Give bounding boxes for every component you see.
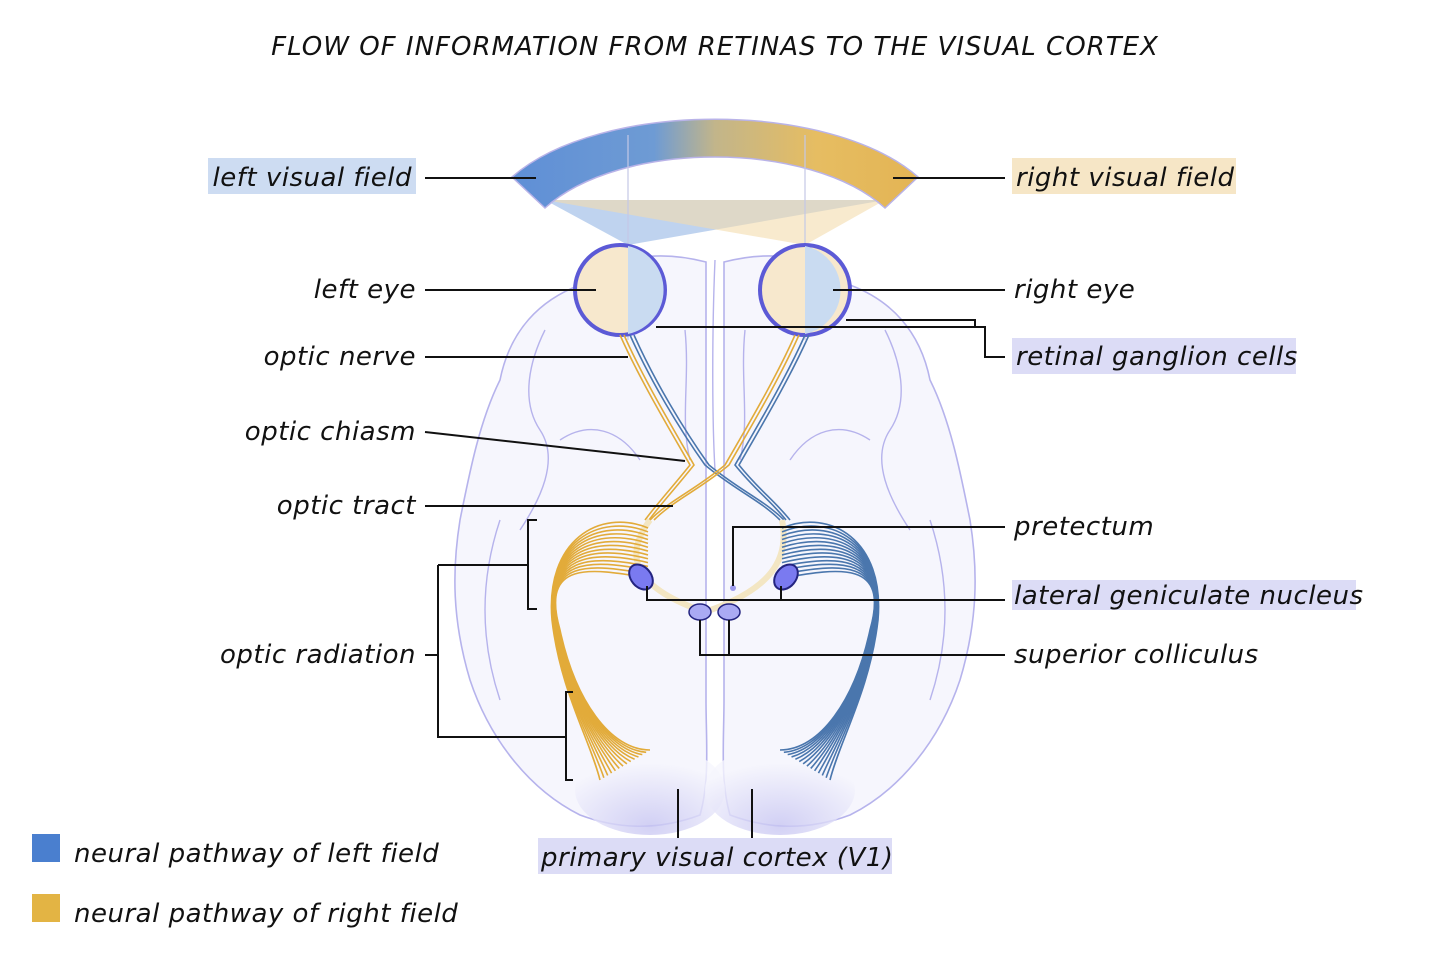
label-superior-colliculus: superior colliculus <box>1014 640 1259 670</box>
label-optic-nerve: optic nerve <box>264 342 416 372</box>
highlight-lgn <box>1012 580 1356 610</box>
lgn-right <box>773 563 799 591</box>
v1-shading-left <box>575 745 725 835</box>
highlight-retinal-ganglion-cells <box>1012 338 1296 374</box>
legend-swatch-right <box>32 894 60 922</box>
legend: neural pathway of left field neural path… <box>32 834 458 929</box>
label-optic-radiation: optic radiation <box>220 640 416 670</box>
visual-field-arc <box>510 118 920 210</box>
visual-field-cone-right <box>545 200 885 245</box>
pretectum-dot <box>730 585 736 591</box>
optic-radiation-fiber <box>779 570 876 751</box>
label-optic-chiasm: optic chiasm <box>245 417 416 447</box>
label-right-visual-field: right visual field <box>1016 163 1235 193</box>
superior-colliculus-right <box>717 603 741 621</box>
legend-label-left: neural pathway of left field <box>74 839 439 869</box>
label-pretectum: pretectum <box>1013 512 1154 542</box>
optic-radiation-left <box>550 521 651 781</box>
brain <box>454 255 976 835</box>
visual-field <box>510 118 920 340</box>
label-primary-visual-cortex: primary visual cortex (V1) <box>540 843 893 873</box>
leader-lines <box>424 177 1005 838</box>
lgn-left <box>628 563 654 591</box>
highlight-left-visual-field <box>208 158 416 194</box>
label-optic-tract: optic tract <box>277 491 417 521</box>
diagram-title: FLOW OF INFORMATION FROM RETINAS TO THE … <box>271 32 1159 62</box>
label-right-eye: right eye <box>1014 275 1135 305</box>
label-retinal-ganglion-cells: retinal ganglion cells <box>1016 342 1298 372</box>
right-eye <box>758 243 852 337</box>
v1-shading-right <box>705 745 855 835</box>
label-left-eye: left eye <box>314 275 416 305</box>
legend-label-right: neural pathway of right field <box>74 899 458 929</box>
superior-colliculus-left <box>688 603 712 621</box>
label-lateral-geniculate-nucleus: lateral geniculate nucleus <box>1014 581 1364 611</box>
highlight-v1 <box>538 838 892 874</box>
label-left-visual-field: left visual field <box>213 163 413 193</box>
legend-swatch-left <box>32 834 60 862</box>
nuclei <box>628 563 799 621</box>
highlight-right-visual-field <box>1012 158 1236 194</box>
optic-radiation-fiber <box>554 570 651 751</box>
